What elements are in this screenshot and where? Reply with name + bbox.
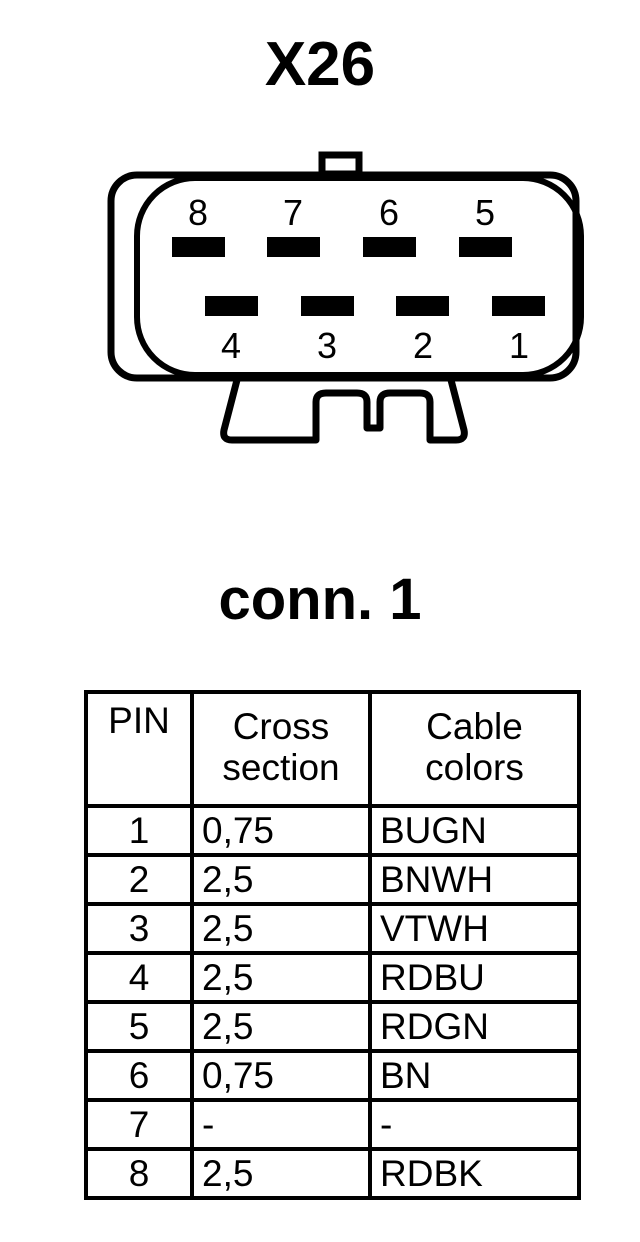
column-header-pin: PIN bbox=[84, 690, 194, 808]
column-header-cross-section-line1: Cross bbox=[232, 705, 330, 747]
cell-cross-section: 2,5 bbox=[190, 951, 372, 1004]
table-body: 1 0,75 BUGN 2 2,5 BNWH 3 2,5 VTWH 4 2,5 … bbox=[84, 804, 581, 1200]
pin-blade-5 bbox=[459, 237, 512, 257]
pin-number-2: 2 bbox=[413, 325, 433, 366]
cell-cable-color: BN bbox=[368, 1049, 581, 1102]
cell-pin: 7 bbox=[84, 1098, 194, 1151]
pin-number-5: 5 bbox=[475, 192, 495, 233]
cell-cross-section: 2,5 bbox=[190, 853, 372, 906]
connector-outer-housing bbox=[107, 171, 580, 382]
column-header-cable-colors: Cable colors bbox=[368, 690, 581, 808]
cell-cross-section: 0,75 bbox=[190, 804, 372, 857]
column-header-cross-section: Cross section bbox=[190, 690, 372, 808]
cell-cross-section: - bbox=[190, 1098, 372, 1151]
connector-latch bbox=[220, 379, 468, 444]
pin-number-6: 6 bbox=[379, 192, 399, 233]
pin-blade-8 bbox=[172, 237, 225, 257]
cell-cross-section: 2,5 bbox=[190, 1147, 372, 1200]
pin-blade-4 bbox=[205, 296, 258, 316]
connector-inner-housing bbox=[134, 175, 584, 378]
locking-tab-icon bbox=[318, 151, 363, 178]
table-row: 3 2,5 VTWH bbox=[84, 902, 581, 955]
cell-cable-color: - bbox=[368, 1098, 581, 1151]
connector-subtitle: conn. 1 bbox=[218, 567, 422, 632]
cell-pin: 1 bbox=[84, 804, 194, 857]
pin-blade-7 bbox=[267, 237, 320, 257]
table-row: 8 2,5 RDBK bbox=[84, 1147, 581, 1200]
cell-cable-color: BUGN bbox=[368, 804, 581, 857]
cell-cable-color: VTWH bbox=[368, 902, 581, 955]
cell-pin: 5 bbox=[84, 1000, 194, 1053]
cell-cable-color: RDGN bbox=[368, 1000, 581, 1053]
table-row: 4 2,5 RDBU bbox=[84, 951, 581, 1004]
column-header-cable-colors-line1: Cable bbox=[426, 705, 523, 747]
table-row: 1 0,75 BUGN bbox=[84, 804, 581, 857]
pinout-table: PIN Cross section Cable colors 1 0,75 BU… bbox=[84, 690, 581, 1200]
cell-pin: 6 bbox=[84, 1049, 194, 1102]
cell-cable-color: BNWH bbox=[368, 853, 581, 906]
connector-diagram: 8 7 6 5 4 3 2 1 bbox=[0, 140, 640, 485]
column-header-cable-colors-line2: colors bbox=[425, 747, 524, 788]
pin-blade-2 bbox=[396, 296, 449, 316]
cell-cable-color: RDBK bbox=[368, 1147, 581, 1200]
table-row: 6 0,75 BN bbox=[84, 1049, 581, 1102]
column-header-cross-section-line2: section bbox=[222, 747, 340, 788]
pin-number-7: 7 bbox=[283, 192, 303, 233]
page-title: X26 bbox=[264, 30, 376, 99]
table-row: 7 - - bbox=[84, 1098, 581, 1151]
pin-blade-6 bbox=[363, 237, 416, 257]
cell-pin: 8 bbox=[84, 1147, 194, 1200]
pin-number-4: 4 bbox=[221, 325, 241, 366]
cell-pin: 3 bbox=[84, 902, 194, 955]
table-row: 2 2,5 BNWH bbox=[84, 853, 581, 906]
cell-cable-color: RDBU bbox=[368, 951, 581, 1004]
table-row: 5 2,5 RDGN bbox=[84, 1000, 581, 1053]
pin-blade-1 bbox=[492, 296, 545, 316]
cell-cross-section: 2,5 bbox=[190, 1000, 372, 1053]
cell-pin: 2 bbox=[84, 853, 194, 906]
table-header-row: PIN Cross section Cable colors bbox=[84, 690, 581, 808]
cell-pin: 4 bbox=[84, 951, 194, 1004]
pin-number-3: 3 bbox=[317, 325, 337, 366]
cell-cross-section: 0,75 bbox=[190, 1049, 372, 1102]
pin-blade-3 bbox=[301, 296, 354, 316]
cell-cross-section: 2,5 bbox=[190, 902, 372, 955]
pin-number-8: 8 bbox=[188, 192, 208, 233]
pin-number-1: 1 bbox=[509, 325, 529, 366]
